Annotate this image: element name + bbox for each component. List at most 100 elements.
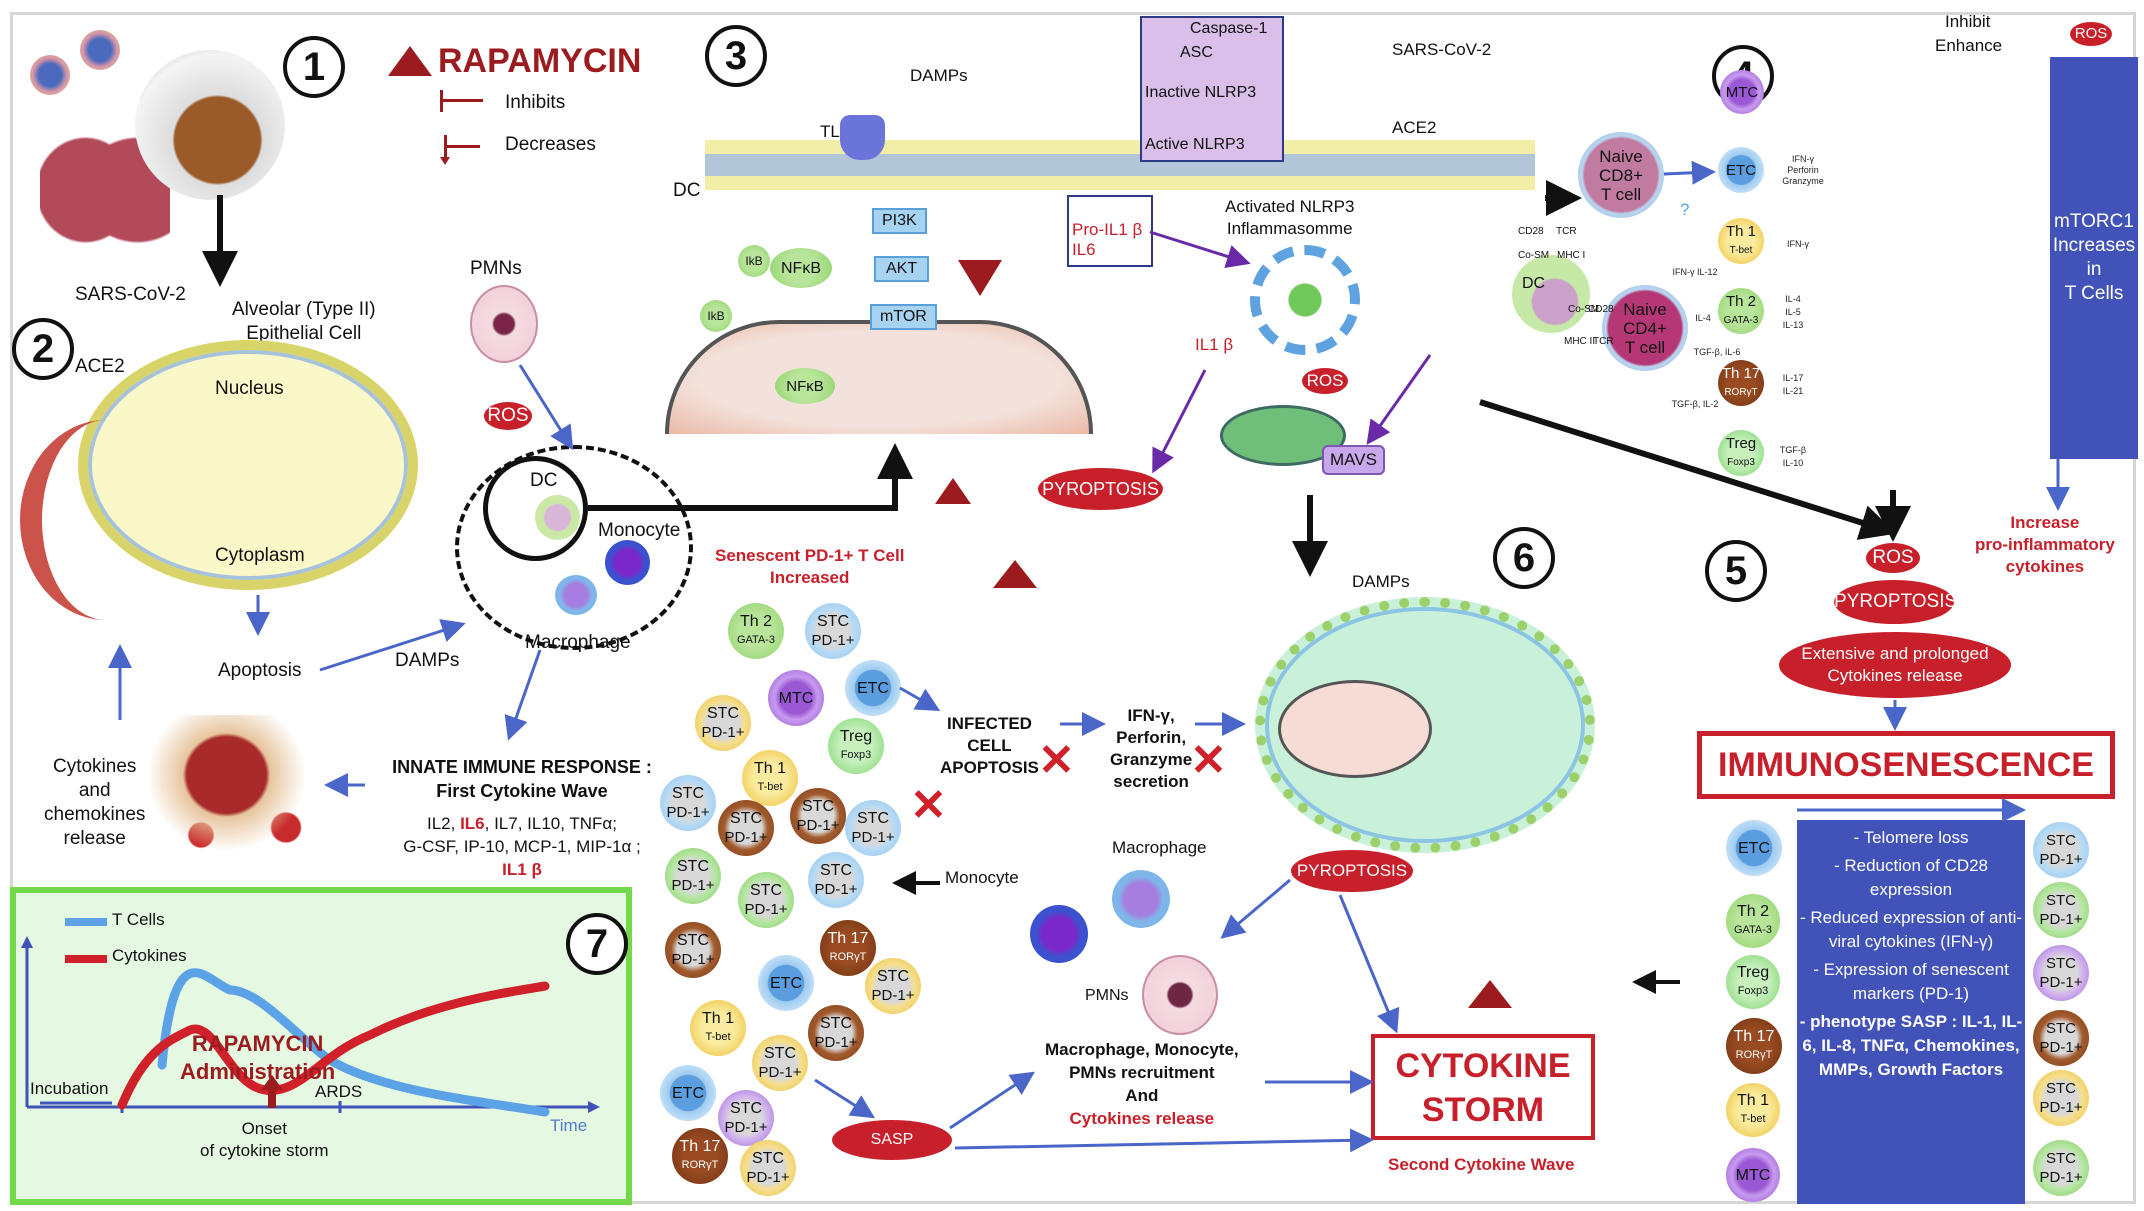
nlrp3-legend: [1140, 16, 1284, 162]
cell-sublabel: PD-1+: [2039, 1039, 2083, 1056]
cell-sublabel: GATA-3: [736, 634, 776, 646]
innate-immune-title: INNATE IMMUNE RESPONSE : First Cytokine …: [372, 755, 672, 803]
cluster-tcell: STC PD-1+: [790, 788, 846, 844]
cell-sublabel: PD-1+: [2039, 974, 2083, 991]
enhance-legend-label: Enhance: [1935, 36, 2003, 55]
damps-label: DAMPs: [395, 650, 460, 671]
arrow-il1b-to-pyroptosis: [1152, 369, 1207, 474]
apoptosis-label: Apoptosis: [218, 660, 302, 681]
immunosenescence-box: IMMUNOSENESCENCE: [1697, 731, 2115, 799]
ifn-secretion-label: IFN-γ, Perforin, Granzyme secretion: [1110, 705, 1192, 793]
cell-label: CD8+: [1599, 165, 1643, 185]
extensive-release-badge: Extensive and prolonged Cytokines releas…: [1779, 632, 2011, 698]
cell-sublabel: Foxp3: [1737, 985, 1769, 997]
cell-label: STC: [802, 798, 834, 815]
nfkb-nuclear: NFκB: [775, 368, 835, 404]
rapamycin-inhibitor-icon: [958, 260, 1002, 296]
monocyte-label: Monocyte: [945, 868, 1019, 887]
monocyte-label: Monocyte: [598, 520, 681, 541]
recruit-line: PMNs recruitment: [1069, 1063, 1215, 1082]
mtc-cell: MTC: [1720, 70, 1764, 114]
th17-signal: TGF-β, IL-6: [1693, 347, 1741, 357]
cell-sublabel: RORγT: [681, 1159, 719, 1171]
cell-sublabel: Foxp3: [1727, 457, 1755, 468]
cell-label: STC: [764, 1045, 796, 1062]
cell-label: STC: [677, 858, 709, 875]
arrow-panel3-to-panel5: [1479, 399, 1897, 540]
ros-badge: ROS: [484, 402, 532, 430]
nucleus-label: Nucleus: [215, 378, 284, 399]
virus-icon: [80, 30, 120, 70]
cell-label: STC: [2046, 1080, 2076, 1097]
cell-sublabel: RORγT: [1735, 1049, 1773, 1061]
cell-label: STC: [730, 1100, 762, 1117]
tcr-label: TCR: [1556, 226, 1577, 237]
cytoplasm-label: Cytoplasm: [215, 545, 305, 566]
tcr-label: TCR: [1593, 336, 1614, 347]
feature-item: - phenotype SASP : IL-1, IL-6, IL-8, TNF…: [1799, 1012, 2023, 1079]
cytokine-list: IL2,: [426, 814, 461, 833]
infected-cell-nucleus: [1278, 680, 1432, 778]
cell-label: T cell: [1624, 337, 1666, 357]
infected-line: APOPTOSIS: [940, 758, 1039, 777]
arrow-cd8-to-etc: [1663, 160, 1716, 185]
cluster-tcell: STC PD-1+: [718, 1090, 774, 1146]
recruit-line: And: [1125, 1086, 1159, 1105]
onset-line: of cytokine storm: [200, 1141, 329, 1160]
damps-label: DAMPs: [910, 66, 968, 85]
treg-products: TGF-β IL-10: [1779, 445, 1807, 468]
panel-number-2: 2: [12, 318, 74, 380]
cell-label: ETC: [770, 974, 802, 992]
pi3k-box[interactable]: PI3K: [872, 208, 927, 234]
cell-label: STC: [857, 810, 889, 827]
dc-label: DC: [673, 180, 701, 201]
nucleus-dc: [665, 320, 1093, 434]
cell-sublabel: PD-1+: [814, 1034, 858, 1051]
mtc-cell: MTC: [1726, 1148, 1780, 1202]
cluster-tcell: ETC: [845, 660, 901, 716]
arrow-pyroptosis-to-storm: [1338, 894, 1400, 1034]
cell-sublabel: PD-1+: [796, 817, 840, 834]
ifn-line: secretion: [1113, 772, 1189, 791]
cluster-tcell: MTC: [768, 670, 824, 726]
recruit-line: Macrophage, Monocyte,: [1045, 1040, 1239, 1059]
infected-line: CELL: [967, 736, 1012, 755]
cytokine-list: , IL7, IL10, TNFα;: [484, 814, 617, 833]
alveoli-illustration: [135, 50, 285, 200]
incubation-label: Incubation: [30, 1079, 109, 1098]
cell-sublabel: PD-1+: [724, 1119, 768, 1136]
virus-label: SARS-CoV-2: [75, 284, 186, 305]
panel-number-1: 1: [283, 36, 345, 98]
recruit-line: Cytokines release: [1069, 1109, 1215, 1128]
cell-sublabel: PD-1+: [701, 724, 745, 741]
y-axis-arrowhead: [21, 936, 33, 948]
cd28-label: CD28: [1588, 304, 1614, 315]
ifn-line: Perforin,: [1116, 728, 1187, 747]
cell-label: T cell: [1600, 184, 1642, 204]
cytokine-list: G-CSF, IP-10, MCP-1, MIP-1α ;: [403, 837, 641, 856]
mtor-box[interactable]: mTOR: [870, 304, 937, 330]
akt-box[interactable]: AKT: [874, 256, 930, 282]
rapamycin-line: RAPAMYCIN: [191, 1031, 324, 1056]
cell-label: STC: [820, 1015, 852, 1032]
cell-type-line: Epithelial Cell: [246, 323, 362, 344]
cell-label: Th 2: [739, 613, 772, 630]
monocyte-cell: [1030, 905, 1088, 963]
immune-cell-cluster: [455, 445, 693, 650]
blocked-x-icon: ✕: [1038, 736, 1075, 785]
macrophage-label: Macrophage: [525, 632, 631, 653]
cell-sublabel: PD-1+: [851, 829, 895, 846]
cell-label: STC: [2046, 832, 2076, 849]
blocked-x-icon: ✕: [910, 781, 947, 830]
ifn-line: Granzyme: [1110, 750, 1193, 769]
cytokine-il6: IL6: [460, 814, 485, 833]
